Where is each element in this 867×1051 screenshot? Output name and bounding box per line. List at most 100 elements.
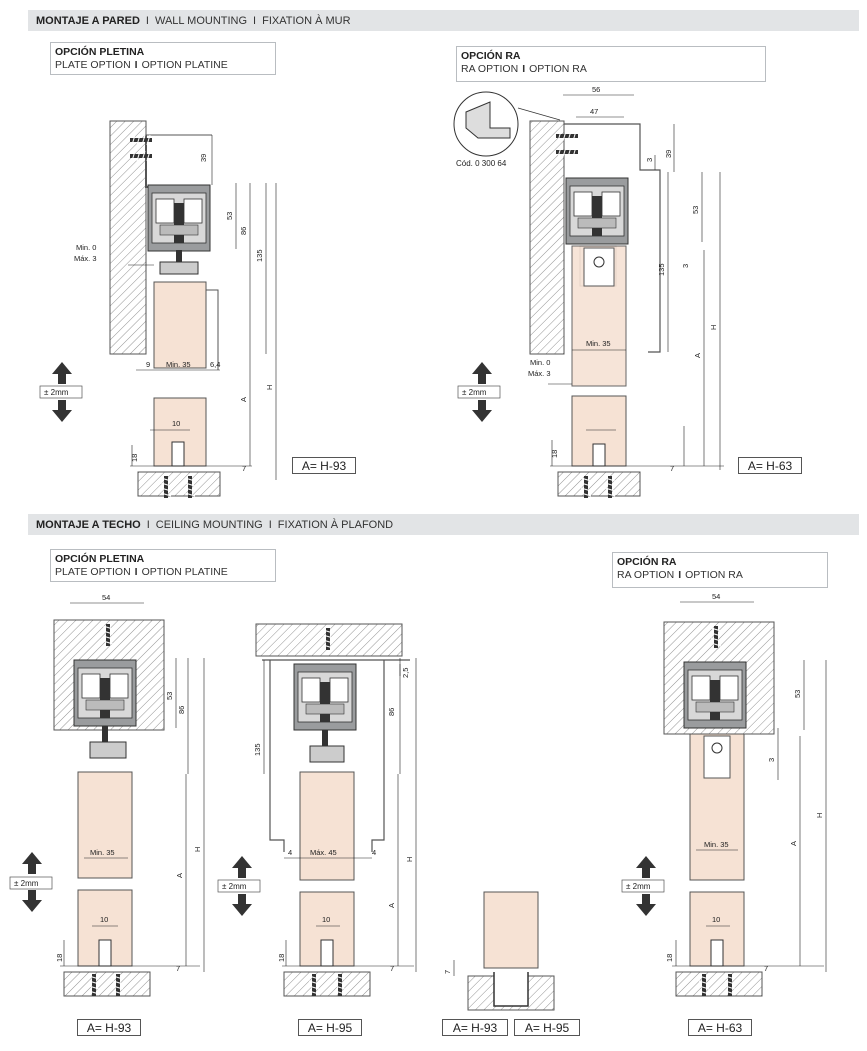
dim-H: H xyxy=(265,385,274,390)
ceiling-title: MONTAJE A TECHO xyxy=(36,518,141,531)
separator: I xyxy=(522,63,526,75)
option-title: OPCIÓN RA xyxy=(461,50,521,62)
dim-2-5: 2,5 xyxy=(401,668,410,678)
formula-wall-plate: A= H-93 xyxy=(292,457,356,474)
wall-ra-drawing: Cód. 0 300 64 56 47 3 39 53 3 xyxy=(453,85,724,499)
formula-ceiling-plate: A= H-93 xyxy=(77,1019,141,1036)
dim-18: 18 xyxy=(277,954,286,962)
dim-53: 53 xyxy=(691,206,700,214)
floor-guide-drawing: 7 xyxy=(443,891,555,1011)
dim-7: 7 xyxy=(670,464,674,473)
formula-ceiling-recessed-b: A= H-95 xyxy=(514,1019,580,1036)
wall-mounting-header: MONTAJE A PARED I WALL MOUNTING I FIXATI… xyxy=(28,10,859,31)
separator: I xyxy=(268,518,272,531)
dim-3: 3 xyxy=(681,264,690,268)
dim-H: H xyxy=(405,857,414,862)
dim-4: 4 xyxy=(288,848,292,857)
separator: I xyxy=(134,566,138,578)
dim-9: 9 xyxy=(146,360,150,369)
formula-ceiling-ra: A= H-63 xyxy=(688,1019,752,1036)
dim-135: 135 xyxy=(255,249,264,262)
option-fr: OPTION RA xyxy=(529,63,587,75)
option-en: PLATE OPTION xyxy=(55,566,131,578)
ra-code: Cód. 0 300 64 xyxy=(456,159,507,168)
dim-53: 53 xyxy=(793,690,802,698)
dim-min0: Min. 0 xyxy=(530,358,550,367)
option-en: RA OPTION xyxy=(617,569,675,581)
dim-A: A xyxy=(239,397,248,402)
dim-min0: Min. 0 xyxy=(76,243,96,252)
ceiling-ra-drawing: 54 53 3 H A Min. 35 10 18 7 xyxy=(663,592,827,997)
dim-47: 47 xyxy=(590,107,598,116)
dim-18: 18 xyxy=(55,954,64,962)
ceiling-title-fr: FIXATION À PLAFOND xyxy=(277,518,394,531)
formula-ceiling-recessed-a: A= H-93 xyxy=(442,1019,508,1036)
wall-plate-drawing: 39 53 86 135 H A 7 18 10 9 Min. 35 6,4 M… xyxy=(74,120,277,499)
adjust-label: ± 2mm xyxy=(222,882,247,891)
dim-86: 86 xyxy=(239,227,248,235)
adjust-label: ± 2mm xyxy=(626,882,651,891)
dim-10: 10 xyxy=(322,915,330,924)
dim-18: 18 xyxy=(130,454,139,462)
dim-54: 54 xyxy=(712,592,720,601)
dim-H: H xyxy=(815,813,824,818)
formula-ceiling-frame: A= H-95 xyxy=(298,1019,362,1036)
dim-10: 10 xyxy=(100,915,108,924)
adjust-label: ± 2mm xyxy=(14,879,39,888)
dim-53: 53 xyxy=(225,212,234,220)
dim-4: 4 xyxy=(372,848,376,857)
ceiling-frame-drawing: 135 2,5 86 H A 4 Máx. 45 4 10 18 7 xyxy=(253,623,417,997)
option-en: RA OPTION xyxy=(461,63,519,75)
dim-min35: Min. 35 xyxy=(704,840,729,849)
wall-title-en: WALL MOUNTING xyxy=(154,14,248,27)
dim-3: 3 xyxy=(645,158,654,162)
dim-min35: Min. 35 xyxy=(90,848,115,857)
separator: I xyxy=(253,14,257,27)
dim-10: 10 xyxy=(172,419,180,428)
dim-A: A xyxy=(175,873,184,878)
ceiling-title-en: CEILING MOUNTING xyxy=(155,518,263,531)
dim-H: H xyxy=(193,847,202,852)
dim-3: 3 xyxy=(767,758,776,762)
formula-wall-ra: A= H-63 xyxy=(738,457,802,474)
dim-56: 56 xyxy=(592,85,600,94)
dim-A: A xyxy=(789,841,798,846)
dim-A: A xyxy=(387,903,396,908)
option-title: OPCIÓN PLETINA xyxy=(55,46,145,58)
dim-max3: Máx. 3 xyxy=(74,254,97,263)
dim-max45: Máx. 45 xyxy=(310,848,337,857)
adjust-label: ± 2mm xyxy=(44,388,69,397)
dim-min35: Min. 35 xyxy=(586,339,611,348)
dim-86: 86 xyxy=(387,708,396,716)
dim-39: 39 xyxy=(199,154,208,162)
option-title: OPCIÓN RA xyxy=(617,556,677,568)
separator: I xyxy=(134,59,138,71)
dim-7: 7 xyxy=(176,964,180,973)
dim-53: 53 xyxy=(165,692,174,700)
dim-18: 18 xyxy=(665,954,674,962)
adjust-label: ± 2mm xyxy=(462,388,487,397)
dim-54: 54 xyxy=(102,593,110,602)
option-fr: OPTION RA xyxy=(685,569,743,581)
wall-title-fr: FIXATION À MUR xyxy=(262,14,351,27)
dim-7: 7 xyxy=(443,970,452,974)
dim-max3: Máx. 3 xyxy=(528,369,551,378)
dim-135: 135 xyxy=(657,263,666,276)
dim-H: H xyxy=(709,325,718,330)
dim-7: 7 xyxy=(764,964,768,973)
separator: I xyxy=(678,569,682,581)
dim-A: A xyxy=(693,353,702,358)
dim-39: 39 xyxy=(664,150,673,158)
separator: I xyxy=(145,14,149,27)
option-en: PLATE OPTION xyxy=(55,59,131,71)
separator: I xyxy=(146,518,150,531)
dim-7: 7 xyxy=(390,964,394,973)
dim-min35: Min. 35 xyxy=(166,360,191,369)
option-fr: OPTION PLATINE xyxy=(141,566,228,578)
ceiling-mounting-header: MONTAJE A TECHO I CEILING MOUNTING I FIX… xyxy=(28,514,859,535)
